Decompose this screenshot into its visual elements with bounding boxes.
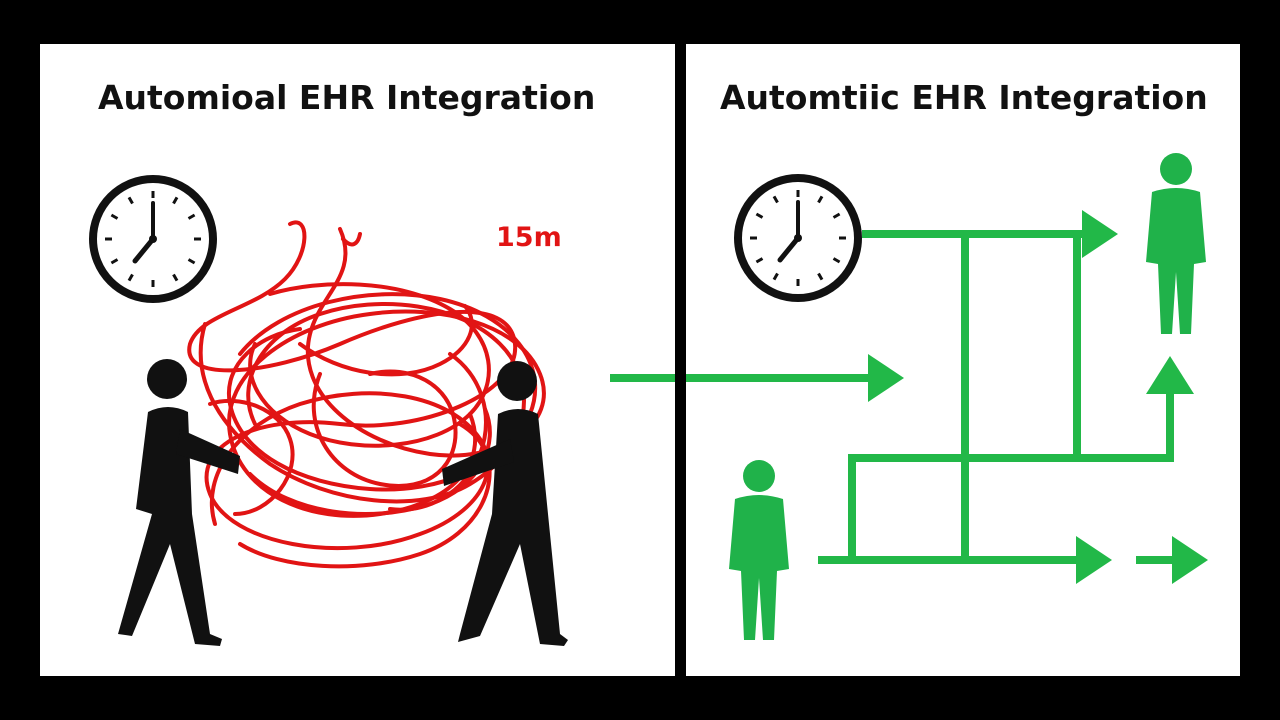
streamlined-workflow-illustration (686, 153, 1208, 640)
clock-icon (734, 174, 862, 302)
manual-integration-panel: Automioal EHR Integration 15m (40, 44, 675, 676)
flow-lines (686, 230, 1174, 564)
time-label: 15m (496, 222, 562, 253)
person-icon-top (1146, 153, 1206, 334)
person-icon-left (118, 359, 240, 646)
clock-icon (89, 175, 217, 303)
right-panel-title: Automtiic EHR Integration (720, 78, 1208, 117)
tangled-workflow-illustration (89, 175, 675, 646)
automatic-integration-panel: Automtiic EHR Integration (686, 44, 1240, 676)
tangle-scribble (187, 220, 546, 569)
person-icon-right (442, 361, 568, 646)
left-panel-title: Automioal EHR Integration (98, 78, 596, 117)
person-icon-bottom (729, 460, 789, 640)
arrow-icon (868, 210, 1208, 584)
